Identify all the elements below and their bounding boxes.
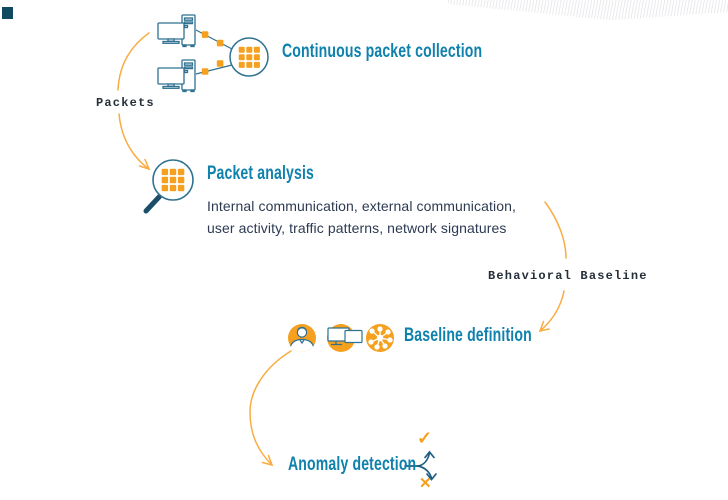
arrowhead <box>261 454 274 467</box>
devices-icon <box>327 324 363 352</box>
magnifier-grid-icon <box>143 159 194 214</box>
behavioral-baseline-arrow <box>538 201 567 333</box>
behavioral-baseline-label: Behavioral Baseline <box>488 269 648 283</box>
baseline-to-anomaly-arrow <box>249 350 292 467</box>
arrowhead <box>138 158 151 171</box>
packets-flow-arrow <box>117 32 151 171</box>
cross-icon: ✕ <box>419 475 432 492</box>
person-icon <box>288 324 316 352</box>
packets-label: Packets <box>96 96 155 110</box>
packet-wires <box>195 29 233 75</box>
anomaly-branch-arrows <box>404 450 437 481</box>
step-title-packet-analysis: Packet analysis <box>207 163 314 184</box>
step-title-anomaly-detection: Anomaly detection <box>288 454 417 475</box>
step-title-baseline-definition: Baseline definition <box>404 325 532 346</box>
arrowhead-up <box>424 450 435 459</box>
packet-analysis-desc-line1: Internal communication, external communi… <box>207 198 516 214</box>
corner-decor <box>2 7 13 19</box>
network-hub-icon <box>366 324 394 352</box>
packet-grid-icon <box>229 37 269 77</box>
computer-icon <box>157 59 196 93</box>
arrowhead-down <box>426 473 437 481</box>
arrowhead <box>538 320 550 333</box>
step-title-continuous-packet-collection: Continuous packet collection <box>282 41 483 62</box>
computer-icon <box>157 14 196 48</box>
packet-squares <box>201 31 224 75</box>
check-icon: ✓ <box>417 428 433 448</box>
packet-analysis-desc-line2: user activity, traffic patterns, network… <box>207 220 507 236</box>
